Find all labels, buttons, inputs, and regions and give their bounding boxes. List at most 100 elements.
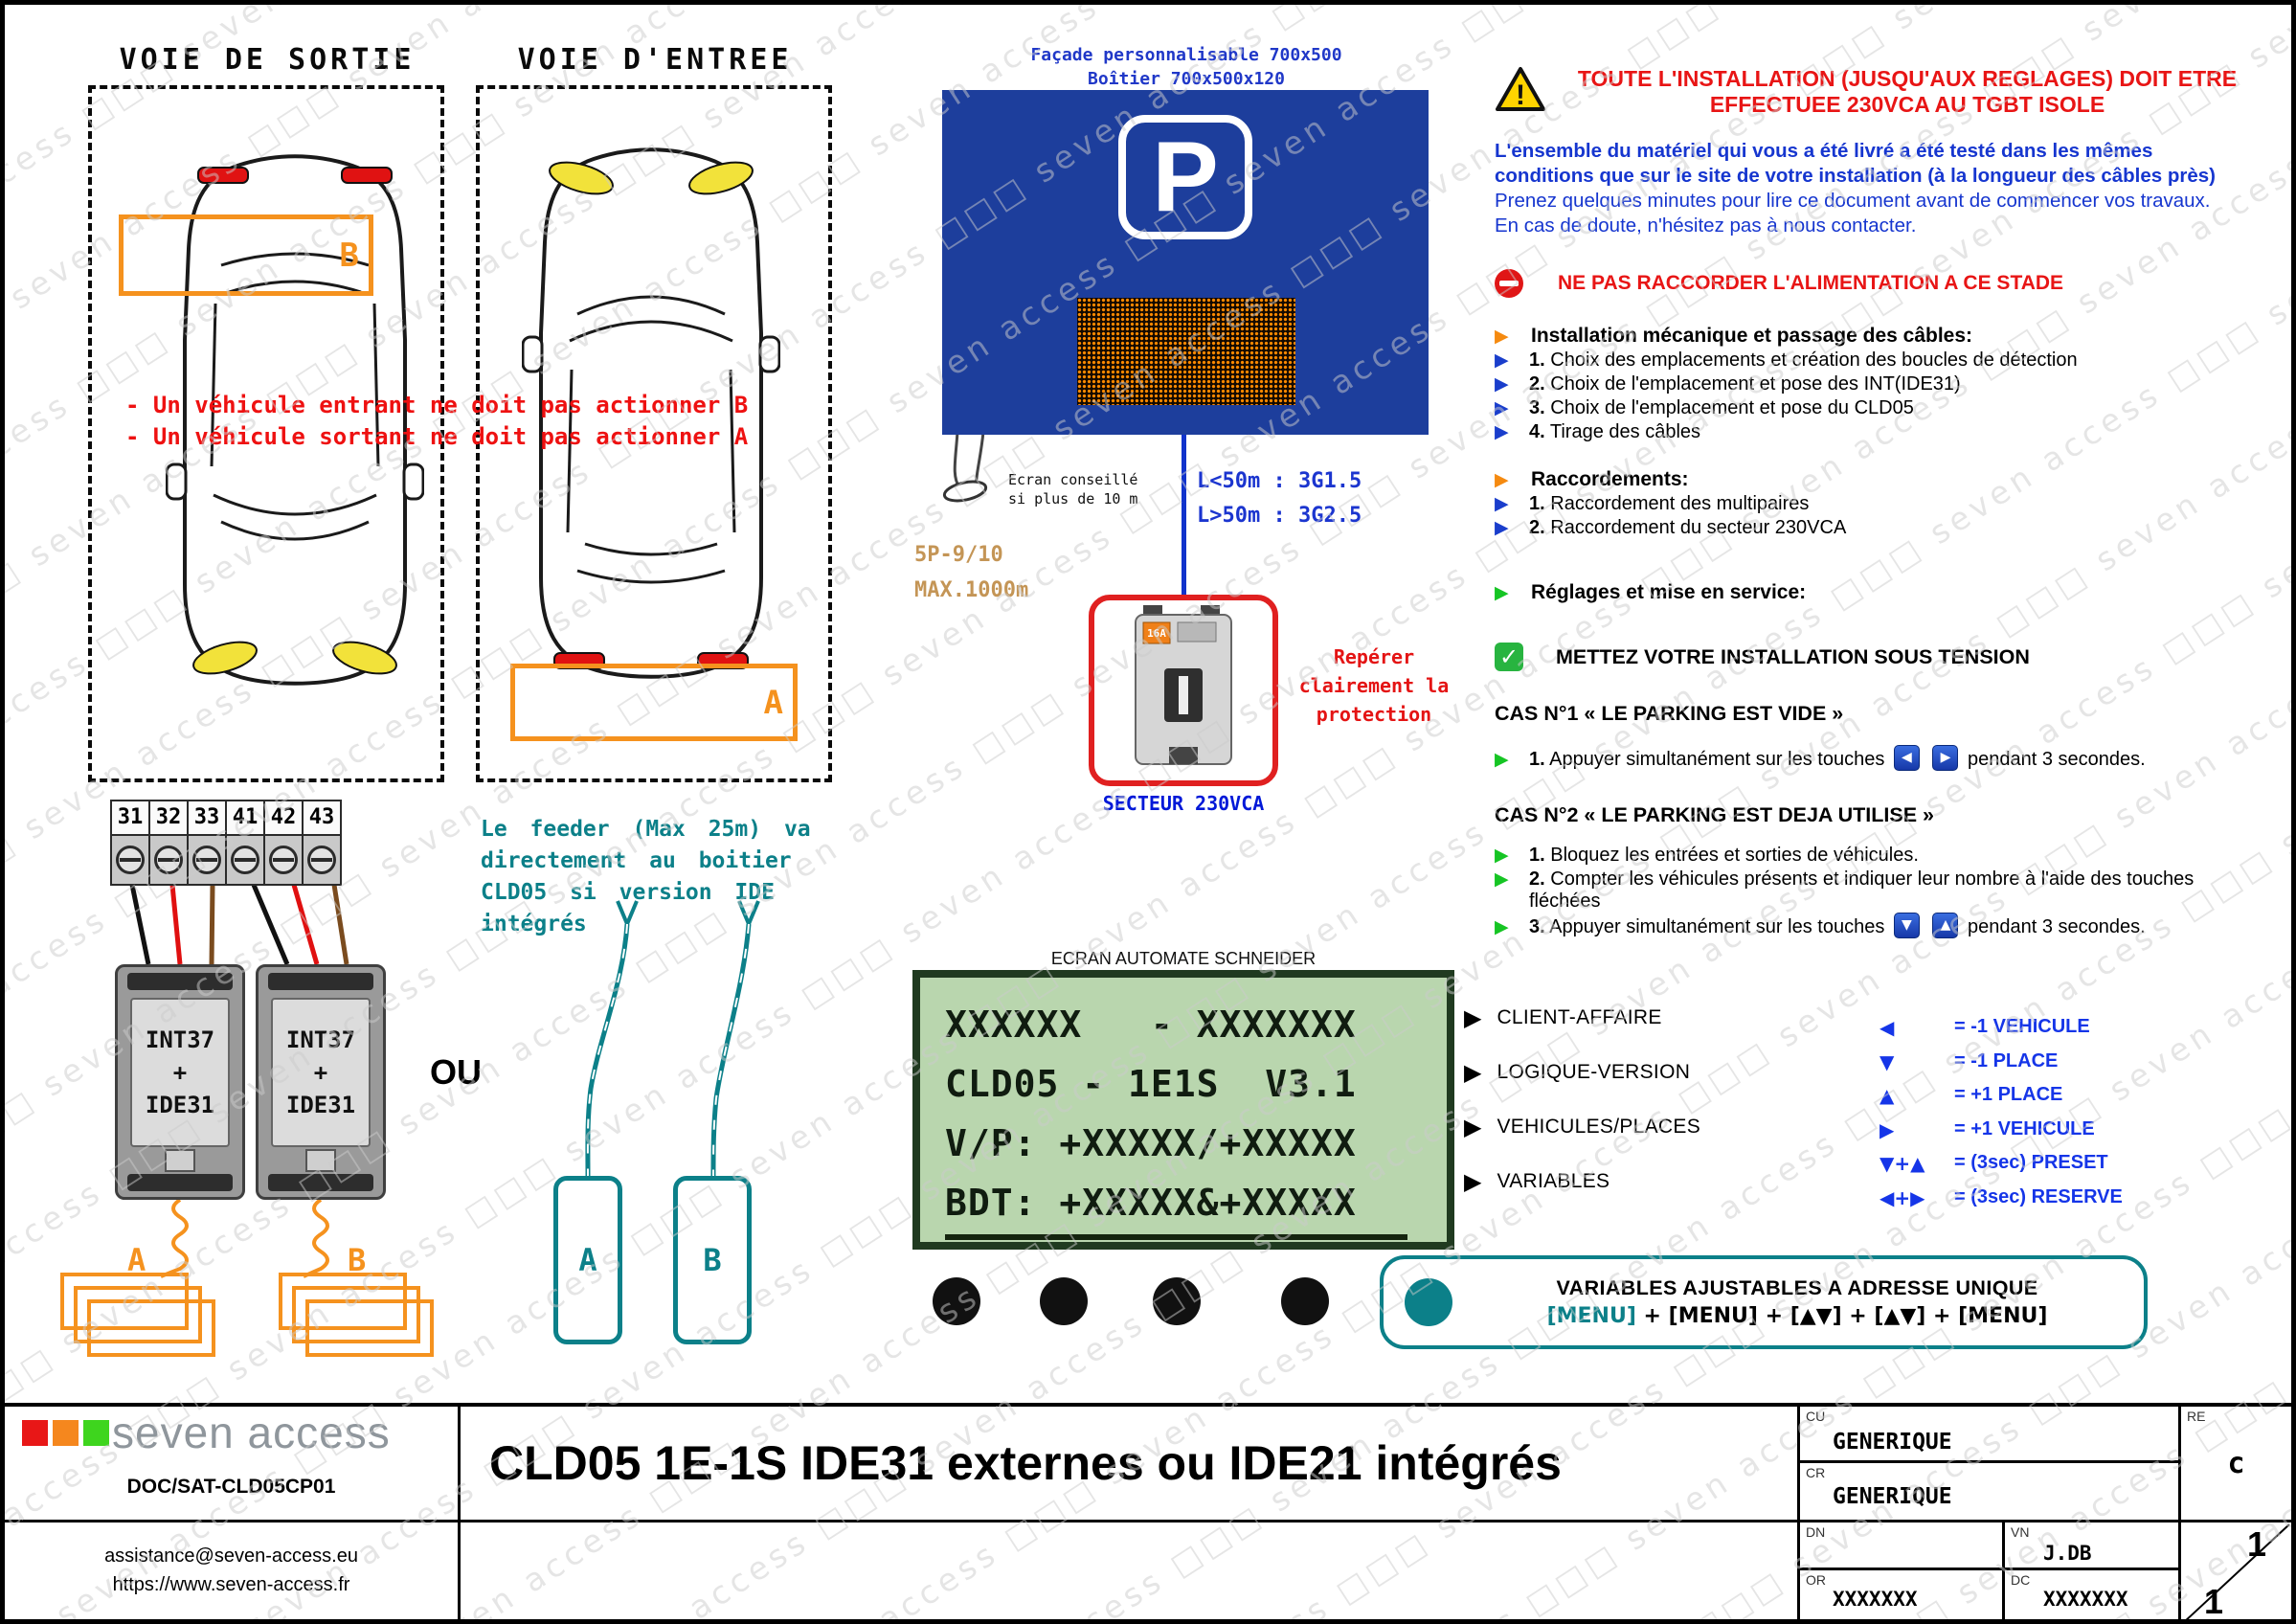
step-number: 2. [1529,373,1545,395]
step-row: ▶4. Tirage des câbles [1495,421,2253,443]
terminal-number: 33 [189,801,225,834]
screw-icon [269,846,298,874]
title-cell: CLD05 1E-1S IDE31 externes ou IDE21 inté… [461,1407,1800,1520]
screw-icon [231,846,259,874]
step-row: ▶3. Choix de l'emplacement et pose du CL… [1495,397,2253,419]
legend-value: = +1 VEHICULE [1954,1118,2095,1139]
terminal-wires [129,884,349,965]
step-text: Raccordement du secteur 230VCA [1550,517,1847,538]
green-arrow-icon: ▶ [1495,582,1509,603]
case1-step: ▶ 1. Appuyer simultanément sur les touch… [1495,745,2253,773]
terminal-43: 43 [302,800,342,886]
case2-step2: ▶2. Compter les véhicules présents et in… [1495,868,2222,913]
loop-b-label: B [339,236,359,275]
cu-cell: CU GENERIQUE [1800,1407,2181,1463]
contact-url[interactable]: https://www.seven-access.fr [112,1574,350,1595]
terminal-31: 31 [110,800,150,886]
lcd-screen: XXXXXX - XXXXXXX CLD05 - 1E1S V3.1 V/P: … [912,970,1454,1250]
parking-p-letter: P [1152,121,1219,233]
mirror-icon [758,335,780,373]
step-row: ▶1. Choix des emplacements et création d… [1495,350,2253,372]
step-number: 1. [1529,845,1545,866]
lcd-line-4: BDT: +XXXXX&+XXXXX [945,1182,1357,1224]
dc-label: DC [2011,1572,2031,1588]
lcd-line-2: CLD05 - 1E1S V3.1 [945,1063,1357,1105]
case2-title: CAS N°2 « LE PARKING EST DEJA UTILISE » [1495,803,1934,826]
key-right-icon: ▶ [1932,745,1959,771]
brand-logo-icon [22,1420,109,1446]
key-left-icon: ◀ [1893,745,1920,771]
tail-light-icon [341,167,393,184]
section3-title-row: ▶ Réglages et mise en service: [1495,581,2253,604]
legend-value: = (3sec) PRESET [1954,1152,2108,1173]
legend-row: ◀+▶= (3sec) RESERVE [1880,1186,2123,1209]
vn-value: J.DB [2043,1542,2092,1565]
page-cell: 1 1 [2181,1520,2291,1619]
key-up-icon: ▲ [1932,913,1959,938]
pointer-label: CLIENT-AFFAIRE [1497,1006,1662,1028]
blue-arrow-icon: ▶ [1495,350,1509,371]
svg-text:!: ! [1516,79,1525,111]
legend-key-icon: ▶ [1880,1118,1895,1141]
black-arrow-icon: ▶ [1464,1168,1482,1195]
re-label: RE [2187,1409,2206,1424]
terminal-number: 43 [304,801,340,834]
page-diagonal-line [2185,1523,2290,1619]
rule-entrant: - Un véhicule entrant ne doit pas action… [125,392,749,418]
step-number: 4. [1529,421,1545,442]
entry-lane-title: VOIE D'ENTREE [517,43,793,77]
legend-row: ▲= +1 PLACE [1880,1084,2062,1107]
feeder-a-box: A [553,1176,622,1344]
step-text: Raccordement des multipaires [1550,493,1810,514]
led-matrix-panel [1077,298,1295,405]
case1-title: CAS N°1 « LE PARKING EST VIDE » [1495,702,1844,725]
loop-b-letter: B [348,1242,367,1278]
teal-dot-icon [1405,1278,1452,1326]
step-text: pendant 3 secondes. [1968,915,2146,937]
step-text: Appuyer simultanément sur les touches [1549,748,1885,770]
feeder-b-label: B [703,1242,722,1278]
terminal-42: 42 [263,800,304,886]
entry-car-illustration [522,147,780,679]
variables-title: VARIABLES AJUSTABLES A ADRESSE UNIQUE [1556,1276,2038,1299]
key-down-icon: ▼ [1893,913,1920,938]
headlight-icon [549,161,614,195]
blue-arrow-icon: ▶ [1495,373,1509,395]
terminal-41: 41 [225,800,265,886]
re-cell: RE c [2181,1407,2291,1520]
or-label: OR [1806,1572,1826,1588]
feeder-b-box: B [673,1176,752,1344]
intro-rest: Prenez quelques minutes pour lire ce doc… [1495,190,2211,237]
green-arrow-icon: ▶ [1495,845,1509,866]
terminal-33: 33 [187,800,227,886]
menu-keys-rest: + [MENU] + [▲▼] + [▲▼] + [MENU] [1635,1304,2048,1328]
checkbox-checked-icon: ✓ [1495,643,1523,671]
warning-title: TOUTE L'INSTALLATION (JUSQU'AUX REGLAGES… [1577,66,2238,117]
lcd-underline [945,1234,1408,1240]
terminal-number: 42 [265,801,302,834]
screw-icon [154,846,183,874]
device-button [1281,1277,1329,1325]
pointer-row: ▶CLIENT-AFFAIRE [1464,1004,1662,1031]
pointer-row: ▶VEHICULES/PLACES [1464,1114,1700,1140]
blue-arrow-icon: ▶ [1495,493,1509,514]
device-button [1153,1277,1201,1325]
green-arrow-icon: ▶ [1495,868,1509,890]
terminal-strip: 31 32 33 41 42 43 [110,800,342,886]
or-label: OU [430,1052,482,1092]
case2-step3: ▶ 3. Appuyer simultanément sur les touch… [1495,913,2253,940]
cr-label: CR [1806,1465,1826,1480]
mirror-icon [166,462,188,501]
empty-cell [461,1520,1800,1619]
multipair-cable [942,432,988,503]
page-number: 1 [2246,1524,2266,1564]
feeder-note: Le feeder (Max 25m) va directement au bo… [481,817,811,936]
re-value: c [2227,1447,2245,1480]
no-entry-icon [1495,269,1523,298]
contact-email[interactable]: assistance@seven-access.eu [104,1545,358,1567]
step-text: Compter les véhicules présents et indiqu… [1529,868,2195,912]
entry-lane-box [476,85,832,782]
no-connect-text: NE PAS RACCORDER L'ALIMENTATION A CE STA… [1558,272,2064,294]
step-number: 1. [1529,493,1545,514]
